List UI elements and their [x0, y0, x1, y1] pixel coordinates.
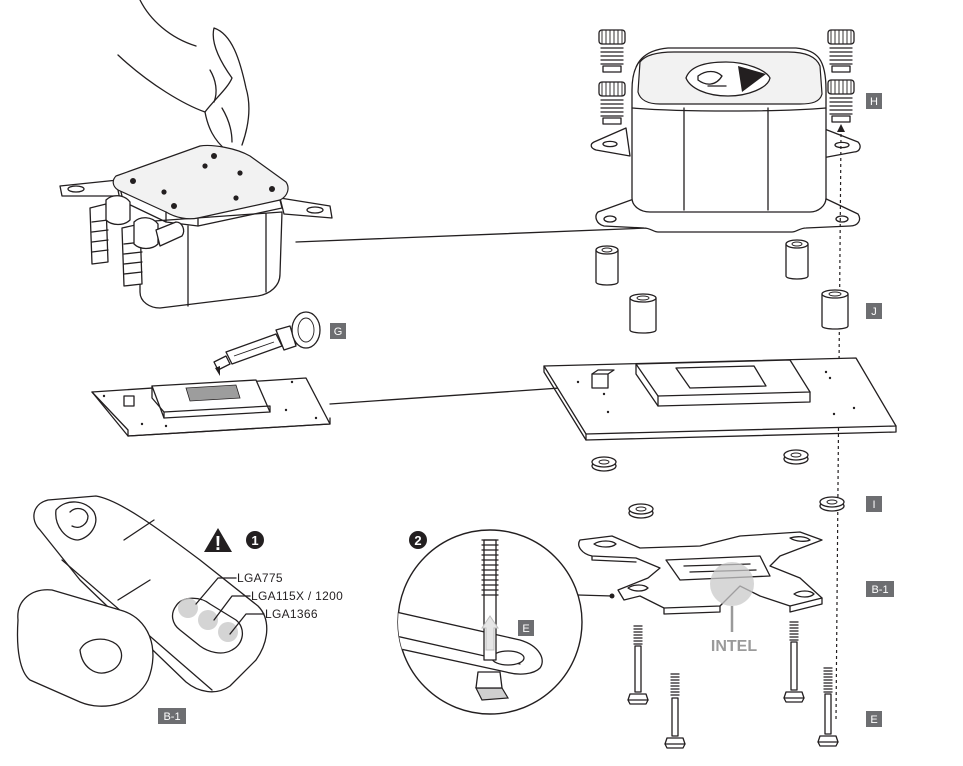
svg-text:H: H — [870, 96, 878, 108]
thermal-paste-syringe — [213, 311, 321, 376]
inset-screw-detail — [397, 529, 583, 715]
connector-line-inset — [577, 594, 613, 597]
svg-text:!: ! — [215, 533, 222, 555]
thumbscrew-set — [598, 29, 855, 125]
svg-text:J: J — [871, 306, 877, 318]
motherboard-right — [543, 357, 897, 441]
arrow-up-icon — [837, 124, 845, 132]
backplate-intel — [578, 531, 823, 632]
svg-text:1: 1 — [251, 533, 258, 548]
callout-j: J — [866, 303, 882, 319]
nuts — [591, 449, 845, 519]
svg-text:I: I — [872, 499, 875, 511]
callout-b1-right: B-1 — [866, 581, 894, 597]
callout-i: I — [866, 496, 882, 512]
pump-block-left — [59, 0, 333, 309]
dashed-guide-line — [835, 133, 842, 721]
pump-block-right — [590, 29, 861, 233]
label-lga115x: LGA115X / 1200 — [251, 589, 343, 603]
svg-text:G: G — [334, 326, 343, 338]
label-lga1366: LGA1366 — [265, 607, 318, 621]
label-lga775: LGA775 — [237, 571, 283, 585]
callout-h: H — [866, 93, 882, 109]
step-2-badge: 2 — [409, 531, 427, 549]
label-intel: INTEL — [711, 638, 757, 655]
motherboard-left — [91, 311, 331, 437]
svg-text:E: E — [522, 623, 529, 635]
standoffs — [595, 239, 849, 334]
callout-e-right: E — [866, 711, 882, 727]
svg-text:B-1: B-1 — [163, 711, 180, 723]
intel-highlight — [710, 562, 754, 606]
warning-icon: ! — [204, 528, 232, 555]
callout-e-inset: E — [518, 620, 534, 636]
step-1-badge: 1 — [246, 531, 264, 549]
svg-text:E: E — [870, 714, 877, 726]
screws — [627, 621, 839, 749]
callout-b1-left: B-1 — [158, 708, 186, 724]
svg-text:2: 2 — [414, 533, 421, 548]
svg-text:B-1: B-1 — [871, 584, 888, 596]
callout-g: G — [330, 323, 346, 339]
backplate-arm-zoom — [16, 495, 268, 707]
